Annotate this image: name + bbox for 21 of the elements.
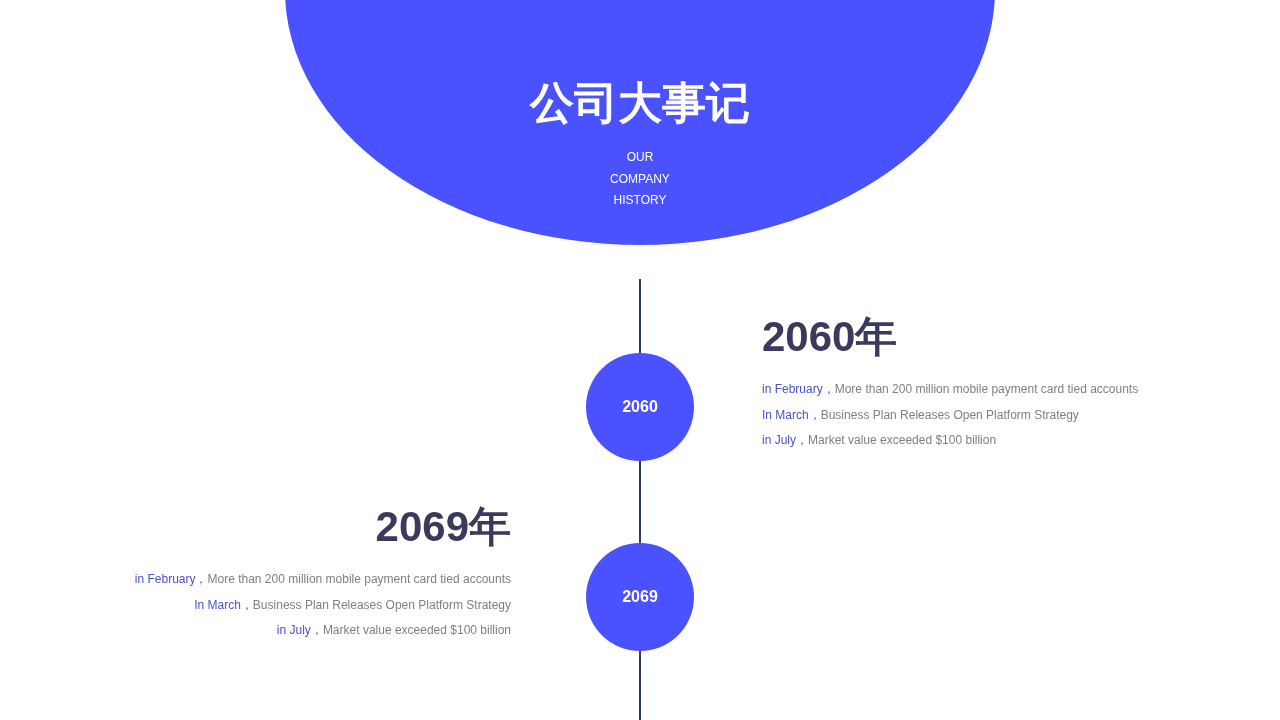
month-text: in July， xyxy=(276,623,323,637)
timeline-line xyxy=(639,278,641,354)
year-label: 2060 xyxy=(621,397,659,417)
event-text: Business Plan Releases Open Platform Strategy xyxy=(252,597,511,612)
month-text: in February， xyxy=(134,572,208,586)
month-text: in February， xyxy=(762,382,835,396)
year-heading: 2060年 xyxy=(762,313,899,361)
month-text: In March， xyxy=(762,407,821,422)
event-text: More than 200 million mobile payment card tied accounts xyxy=(834,382,1139,396)
event-text: Business Plan Releases Open Platform Strategy xyxy=(820,407,1079,422)
subtitle: OUR COMPANY HISTORY xyxy=(609,149,671,209)
title: 公司大事记 xyxy=(528,77,751,129)
event-text: Market value exceeded $100 billion xyxy=(808,433,997,447)
timeline-line xyxy=(639,460,641,544)
event-text: Market value exceeded $100 billion xyxy=(322,623,511,637)
month-text: in July， xyxy=(762,433,808,447)
event-text: More than 200 million mobile payment card tied accounts xyxy=(207,572,511,586)
year-heading: 2069年 xyxy=(374,503,511,551)
year-label: 2069 xyxy=(621,587,659,607)
month-text: In March， xyxy=(194,597,253,612)
timeline-line xyxy=(639,650,641,720)
